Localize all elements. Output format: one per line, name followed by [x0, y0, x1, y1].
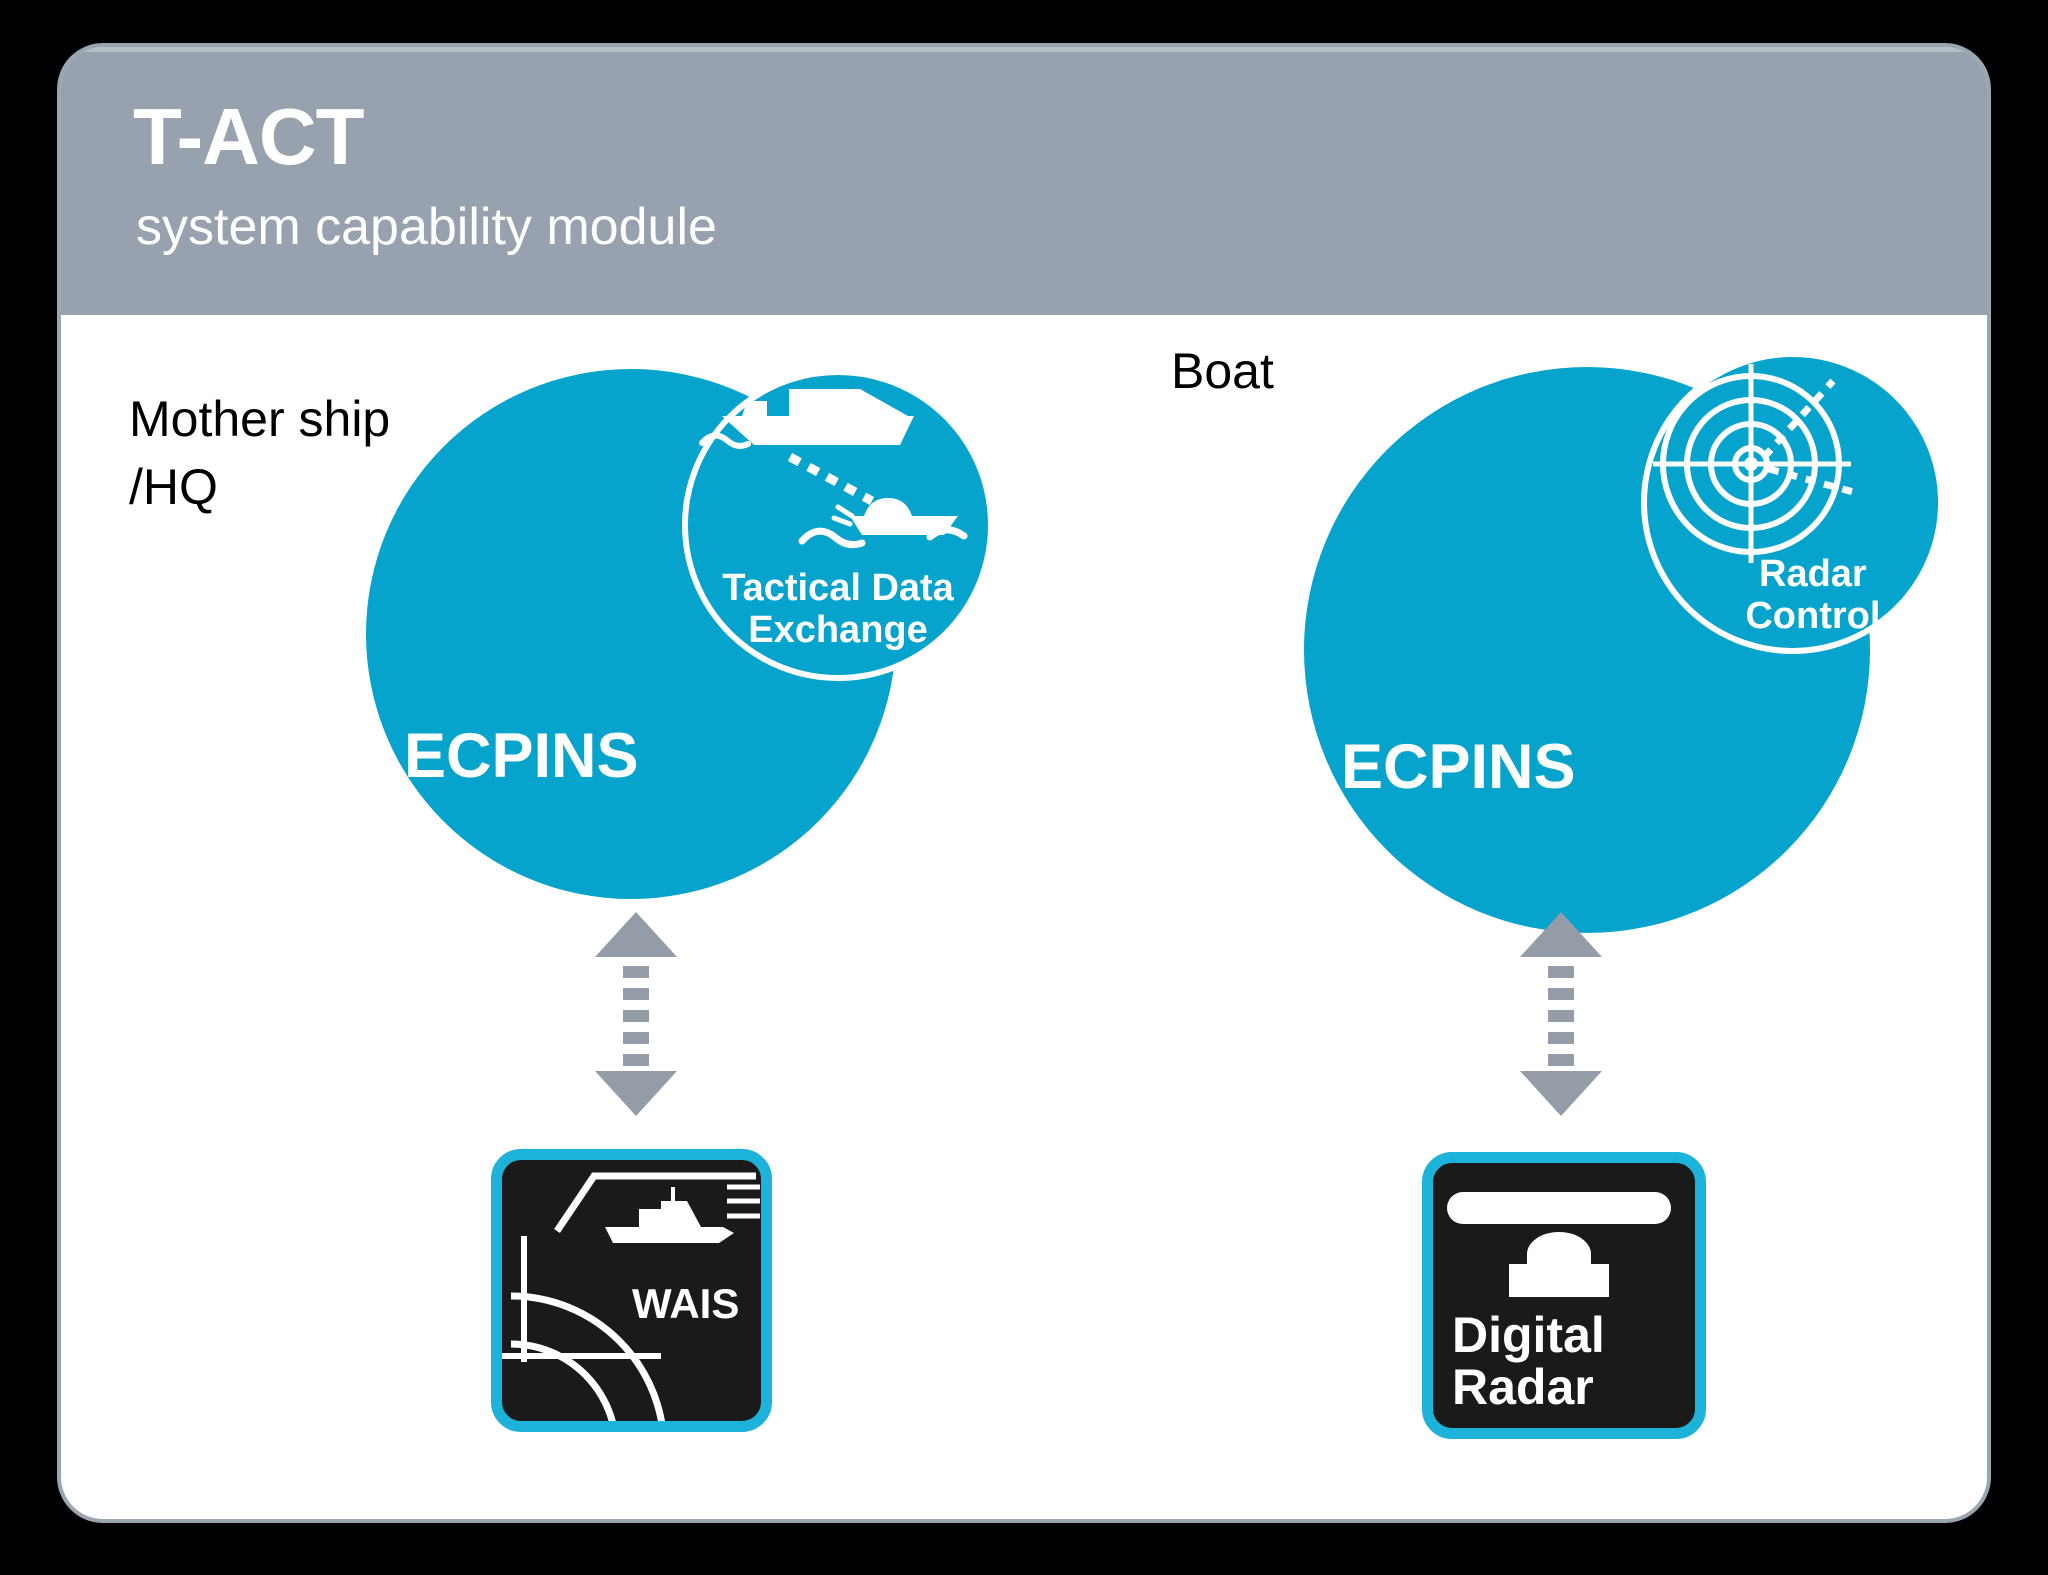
digital-radar-label-line1: Digital [1452, 1307, 1605, 1363]
left-group-label: Mother ship /HQ [129, 385, 390, 521]
digital-radar-device-label: Digital Radar [1452, 1309, 1605, 1413]
left-group-label-line2: /HQ [129, 459, 218, 515]
tactical-data-exchange-circle: Tactical Data Exchange [682, 369, 994, 681]
header: T-ACT system capability module [61, 47, 1987, 315]
radar-label-line1: Radar [1759, 553, 1867, 595]
left-data-link-arrow [595, 912, 677, 1116]
radar-control-circle: Radar Control [1641, 351, 1944, 654]
right-ecpins-label: ECPINS [1341, 732, 1576, 802]
right-group-label-line1: Boat [1171, 343, 1274, 399]
module-card: T-ACT system capability module Mother sh… [57, 43, 1991, 1523]
ships-tactical-data-link-icon [699, 389, 968, 549]
wais-device-label: WAIS [632, 1280, 740, 1327]
page-title: T-ACT [133, 92, 365, 181]
page-subtitle: system capability module [136, 198, 717, 256]
wais-device-box: WAIS [491, 1149, 772, 1432]
tactical-label-line1: Tactical Data [722, 567, 954, 609]
right-data-link-arrow [1520, 912, 1602, 1116]
right-group-label: Boat [1171, 337, 1274, 405]
left-group-label-line1: Mother ship [129, 391, 391, 447]
left-ecpins-label: ECPINS [404, 721, 639, 791]
radar-control-label: Radar Control [1667, 553, 1958, 637]
digital-radar-label-line2: Radar [1452, 1359, 1594, 1415]
radar-label-line2: Control [1745, 595, 1881, 637]
tactical-label-line2: Exchange [748, 609, 928, 651]
tactical-data-exchange-label: Tactical Data Exchange [688, 567, 988, 651]
ais-chart-ship-icon [502, 1172, 760, 1421]
digital-radar-device-box: Digital Radar [1422, 1152, 1706, 1439]
radar-antenna-icon [1447, 1192, 1671, 1297]
radar-scope-icon [1653, 364, 1858, 563]
